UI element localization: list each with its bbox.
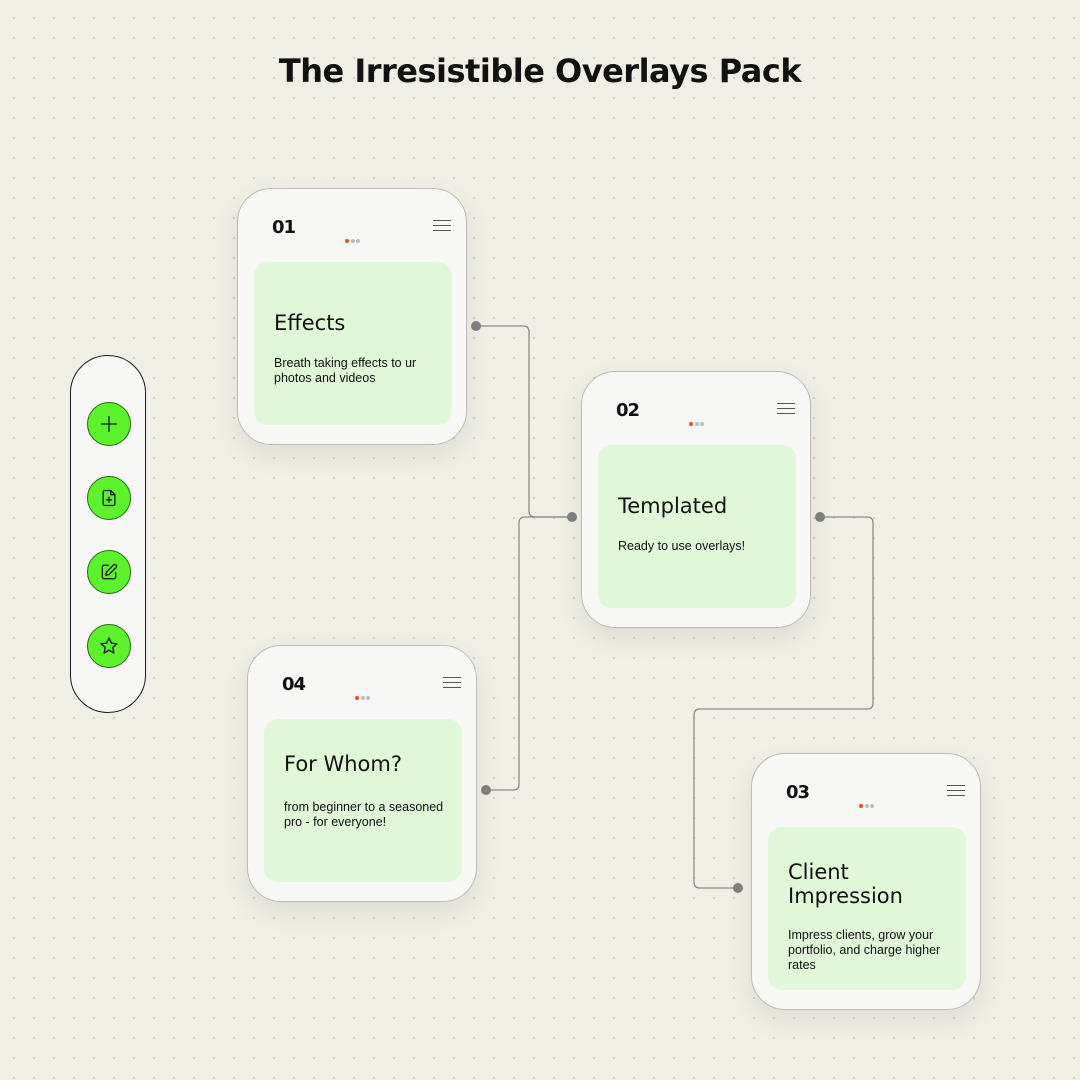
connector-01-02 bbox=[476, 325, 572, 518]
card-heading: For Whom? bbox=[284, 752, 403, 776]
card-number: 01 bbox=[272, 217, 296, 238]
plus-icon bbox=[100, 415, 118, 433]
add-file-button[interactable] bbox=[87, 476, 131, 520]
menu-icon[interactable] bbox=[443, 676, 461, 690]
menu-icon[interactable] bbox=[777, 402, 795, 416]
card-01[interactable]: 01 Effects Breath taking effects to ur p… bbox=[237, 188, 467, 445]
card-description: Impress clients, grow your portfolio, an… bbox=[788, 928, 941, 972]
edit-button[interactable] bbox=[87, 550, 131, 594]
card-04[interactable]: 04 For Whom? from beginner to a seasoned… bbox=[247, 645, 477, 902]
page-title: The Irresistible Overlays Pack bbox=[278, 52, 802, 90]
file-plus-icon bbox=[102, 489, 116, 507]
card-panel: Client Impression Impress clients, grow … bbox=[768, 827, 966, 990]
pagination-dots bbox=[859, 804, 874, 808]
favorite-button[interactable] bbox=[87, 624, 131, 668]
connector-04-02 bbox=[486, 516, 572, 791]
add-button[interactable] bbox=[87, 402, 131, 446]
card-panel: Effects Breath taking effects to ur phot… bbox=[254, 262, 452, 425]
card-heading: Effects bbox=[274, 311, 346, 335]
connector-node bbox=[481, 785, 491, 795]
card-heading: Templated bbox=[618, 494, 728, 518]
connector-node bbox=[567, 512, 577, 522]
card-02[interactable]: 02 Templated Ready to use overlays! bbox=[581, 371, 811, 628]
card-description: Breath taking effects to ur photos and v… bbox=[274, 356, 417, 385]
connector-node bbox=[815, 512, 825, 522]
pagination-dots bbox=[355, 696, 370, 700]
star-icon bbox=[100, 637, 118, 654]
card-number: 02 bbox=[616, 400, 640, 421]
pagination-dots bbox=[345, 239, 360, 243]
card-panel: For Whom? from beginner to a seasoned pr… bbox=[264, 719, 462, 882]
card-heading: Client Impression bbox=[788, 860, 903, 908]
pagination-dots bbox=[689, 422, 704, 426]
menu-icon[interactable] bbox=[947, 784, 965, 798]
connector-node bbox=[471, 321, 481, 331]
card-description: from beginner to a seasoned pro - for ev… bbox=[284, 800, 444, 829]
card-number: 03 bbox=[786, 782, 810, 803]
card-panel: Templated Ready to use overlays! bbox=[598, 445, 796, 608]
side-toolbar bbox=[70, 355, 146, 713]
card-number: 04 bbox=[282, 674, 306, 695]
menu-icon[interactable] bbox=[433, 219, 451, 233]
card-description: Ready to use overlays! bbox=[618, 539, 746, 553]
connector-node bbox=[733, 883, 743, 893]
connector-02-03 bbox=[693, 516, 874, 889]
card-03[interactable]: 03 Client Impression Impress clients, gr… bbox=[751, 753, 981, 1010]
edit-icon bbox=[101, 563, 118, 580]
